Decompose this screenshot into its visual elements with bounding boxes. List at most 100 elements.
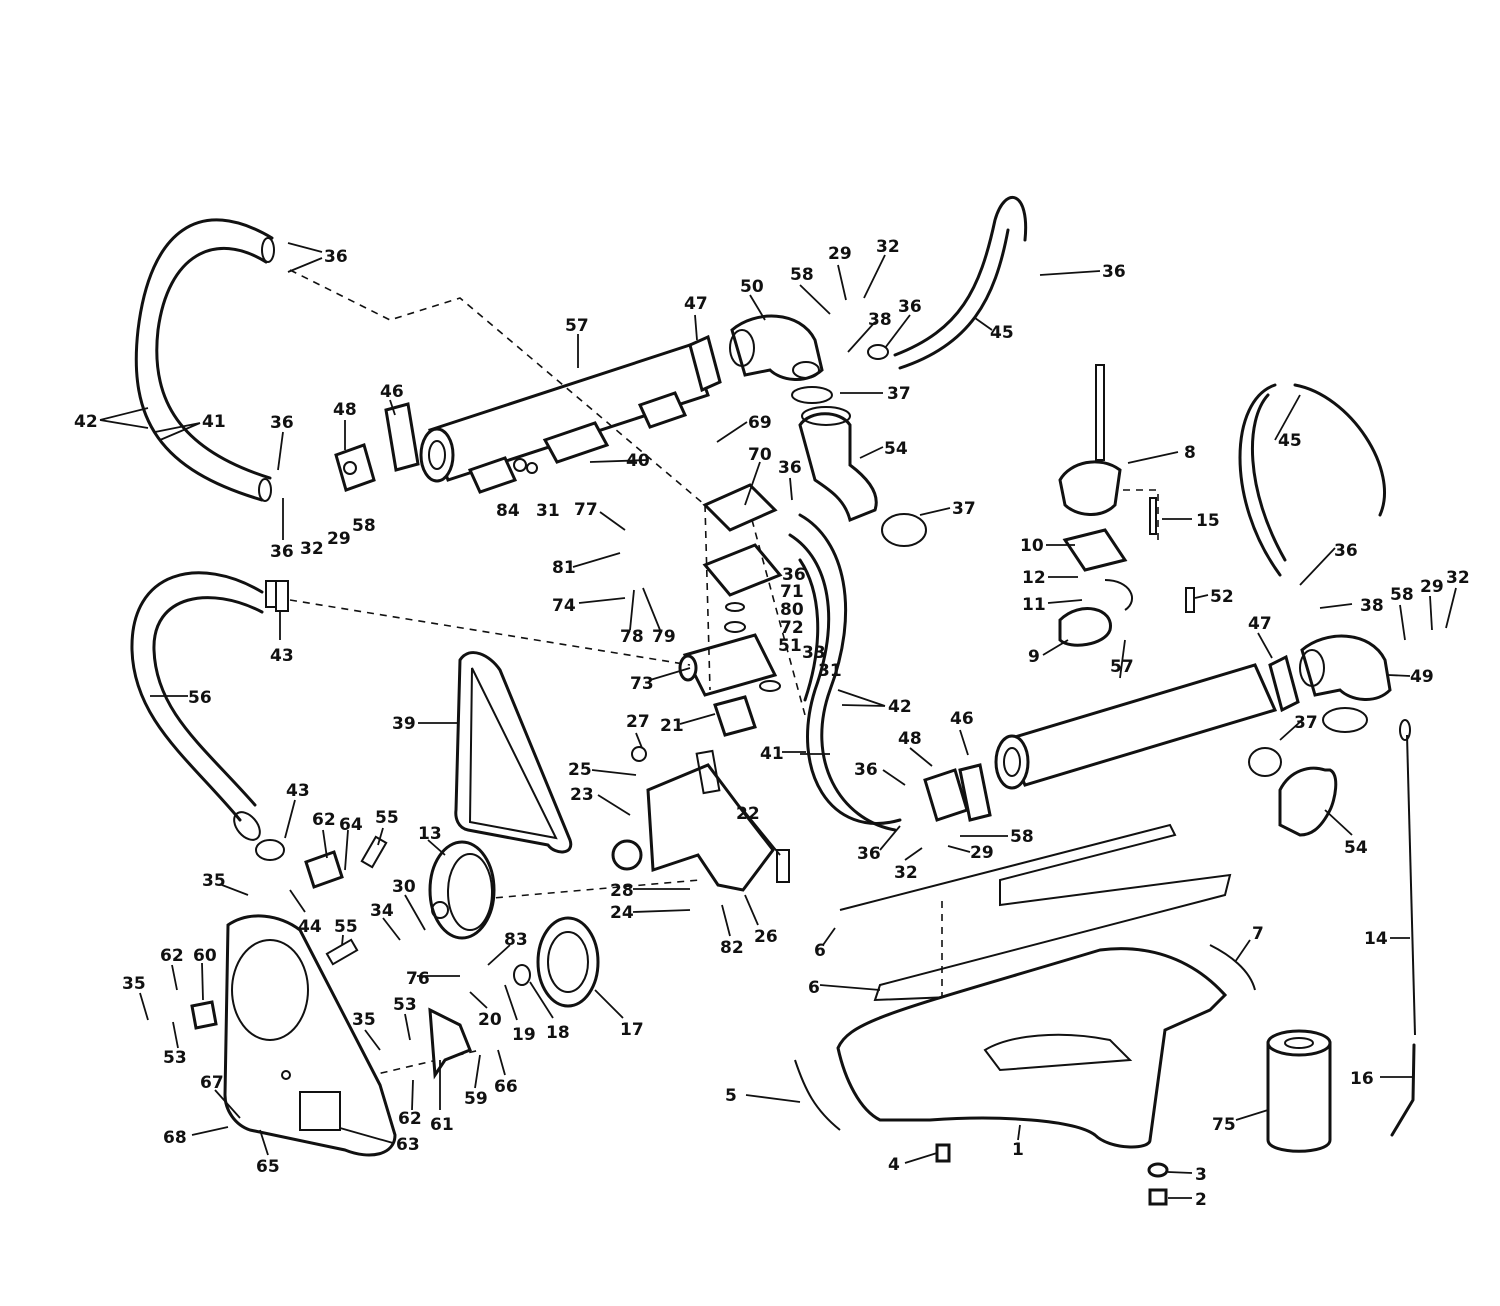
brackets-and-spacers [190,835,472,1080]
callout-42: 42 [74,412,98,432]
timing-cover [223,914,397,1157]
callout-32: 32 [300,539,324,559]
callout-16: 16 [1350,1069,1374,1089]
callout-52: 52 [1210,587,1234,607]
callout-39: 39 [392,714,416,734]
callout-62: 62 [160,946,184,966]
callout-34: 34 [370,901,394,921]
callout-36: 36 [270,542,294,562]
upper-exhaust-manifold [334,314,824,494]
callout-68: 68 [163,1128,187,1148]
callout-80: 80 [780,600,804,620]
callout-47: 47 [684,294,708,314]
callout-36: 36 [1102,262,1126,282]
callout-36: 36 [857,844,881,864]
callout-71: 71 [780,582,804,602]
callout-25: 25 [568,760,592,780]
pulleys [428,840,600,1008]
callout-41: 41 [760,744,784,764]
upper-left-hoses [130,218,289,861]
callout-36: 36 [782,565,806,585]
callout-69: 69 [748,413,772,433]
callout-22: 22 [736,804,760,824]
callout-57: 57 [565,316,589,336]
upper-right-hose [791,196,1028,404]
callout-37: 37 [887,384,911,404]
thermostat-housing [678,483,783,737]
oil-pump [1058,364,1195,647]
callout-51: 51 [778,636,802,656]
callout-24: 24 [610,903,634,923]
callout-35: 35 [352,1010,376,1030]
callout-72: 72 [780,618,804,638]
callout-29: 29 [970,843,994,863]
callout-40: 40 [626,451,650,471]
callout-numbers: 36 42 41 36 36 32 29 58 48 46 57 84 31 4… [74,237,1470,1210]
callout-36: 36 [324,247,348,267]
callout-54: 54 [1344,838,1368,858]
callout-53: 53 [393,995,417,1015]
drain-hardware [935,1143,1169,1206]
callout-49: 49 [1410,667,1434,687]
callout-1: 1 [1012,1140,1024,1160]
water-pump [611,746,790,892]
callout-62: 62 [398,1109,422,1129]
callout-30: 30 [392,877,416,897]
callout-76: 76 [406,969,430,989]
callout-64: 64 [339,815,363,835]
oil-filter [1266,1029,1332,1153]
callout-12: 12 [1022,568,1046,588]
callout-60: 60 [193,946,217,966]
callout-62: 62 [312,810,336,830]
callout-11: 11 [1022,595,1046,615]
callout-53: 53 [163,1048,187,1068]
callout-42: 42 [888,697,912,717]
callout-74: 74 [552,596,576,616]
callout-31: 31 [818,661,842,681]
callout-83: 83 [504,930,528,950]
callout-6: 6 [814,941,826,961]
callout-13: 13 [418,824,442,844]
drive-belt [454,651,573,854]
callout-43: 43 [286,781,310,801]
right-hose [1238,383,1386,577]
callout-45: 45 [1278,431,1302,451]
callout-26: 26 [754,927,778,947]
dipstick [1390,719,1416,1137]
upper-elbow [798,406,927,547]
callout-15: 15 [1196,511,1220,531]
callout-2: 2 [1195,1190,1207,1210]
callout-27: 27 [626,712,650,732]
callout-73: 73 [630,674,654,694]
callout-18: 18 [546,1023,570,1043]
callout-7: 7 [1252,924,1264,944]
callout-31: 31 [536,501,560,521]
callout-65: 65 [256,1157,280,1177]
callout-5: 5 [725,1086,737,1106]
callout-61: 61 [430,1115,454,1135]
callout-leaders [99,242,1457,1199]
callout-50: 50 [740,277,764,297]
callout-55: 55 [375,808,399,828]
callout-36: 36 [270,413,294,433]
callout-58: 58 [352,516,376,536]
callout-56: 56 [188,688,212,708]
callout-63: 63 [396,1135,420,1155]
callout-32: 32 [894,863,918,883]
callout-38: 38 [868,310,892,330]
callout-32: 32 [876,237,900,257]
callout-29: 29 [1420,577,1444,597]
callout-48: 48 [898,729,922,749]
oil-pan [794,823,1256,1149]
callout-23: 23 [570,785,594,805]
callout-3: 3 [1195,1165,1207,1185]
callout-46: 46 [950,709,974,729]
callout-17: 17 [620,1020,644,1040]
callout-66: 66 [494,1077,518,1097]
callout-41: 41 [202,412,226,432]
callout-10: 10 [1020,536,1044,556]
callout-45: 45 [990,323,1014,343]
callout-4: 4 [888,1155,900,1175]
callout-46: 46 [380,382,404,402]
